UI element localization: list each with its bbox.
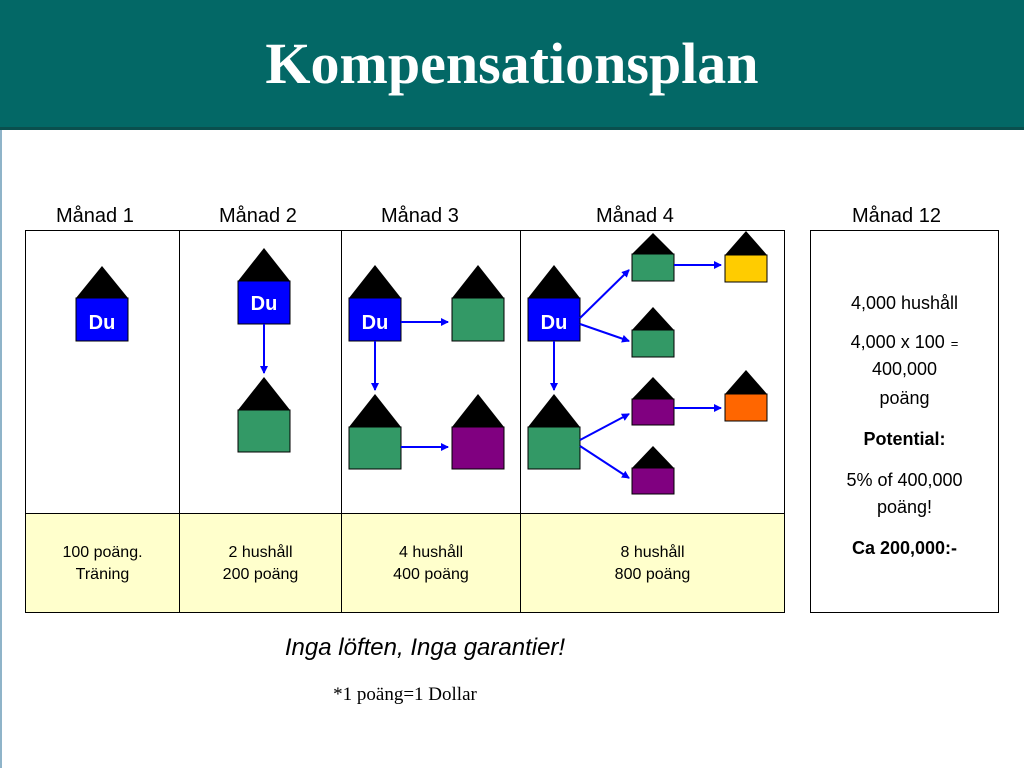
arrow	[579, 269, 630, 319]
title-bar: Kompensationsplan	[0, 0, 1024, 130]
points-value: 400,000	[871, 359, 938, 379]
du-label: Du	[251, 293, 278, 315]
house-orange	[724, 370, 768, 422]
house-green	[631, 307, 675, 358]
arrow	[579, 413, 630, 441]
house-du-month-4: Du	[527, 265, 581, 342]
households-text: 4,000 hushåll	[850, 293, 959, 313]
potential-label: Potential:	[863, 429, 946, 449]
summary-line-1: 8 hushåll	[620, 544, 685, 561]
month-label-12: Månad 12	[852, 205, 941, 227]
percent-unit: poäng!	[876, 497, 933, 517]
month-4-summary: 8 hushåll 800 poäng	[520, 513, 785, 613]
month-label-4: Månad 4	[596, 205, 674, 227]
month-label-1: Månad 1	[56, 205, 134, 227]
house-green	[451, 265, 505, 342]
month-3-summary: 4 hushåll 400 poäng	[341, 513, 521, 613]
du-label: Du	[89, 312, 116, 334]
house-green	[348, 394, 402, 470]
result-amount: Ca 200,000:-	[851, 538, 958, 558]
summary-line-2: 800 poäng	[614, 566, 691, 583]
arrow	[579, 445, 630, 479]
house-purple	[631, 446, 675, 495]
summary-line-1: 4 hushåll	[398, 544, 464, 561]
summary-line-2: Träning	[75, 566, 130, 583]
month-12-box: 4,000 hushåll 4,000 x 100 = 400,000 poäng…	[810, 230, 999, 613]
month-2-summary: 2 hushåll 200 poäng	[179, 513, 342, 613]
summary-line-1: 2 hushåll	[228, 544, 293, 561]
house-yellow	[724, 231, 768, 283]
month-label-2: Månad 2	[219, 205, 297, 227]
house-green	[527, 394, 581, 470]
month-label-3: Månad 3	[381, 205, 459, 227]
percent-line: 5% of 400,000	[846, 470, 963, 490]
month-1-summary: 100 poäng. Träning	[25, 513, 180, 613]
house-purple	[451, 394, 505, 470]
equals-sign: =	[950, 336, 959, 351]
calculation-line: 4,000 x 100 =	[811, 331, 998, 355]
summary-line-1: 100 poäng.	[62, 544, 143, 561]
du-label: Du	[362, 312, 389, 334]
summary-line-2: 400 poäng	[393, 566, 469, 583]
slide-title: Kompensationsplan	[265, 31, 759, 96]
house-du-month-3: Du	[348, 265, 402, 342]
house-purple	[631, 377, 675, 426]
left-edge-line	[0, 130, 2, 768]
disclaimer-text: Inga löften, Inga garantier!	[284, 634, 566, 661]
house-du-month-1: Du	[75, 266, 129, 342]
du-label: Du	[541, 312, 568, 334]
footnote-text: *1 poäng=1 Dollar	[333, 684, 477, 705]
points-unit: poäng	[879, 388, 930, 408]
house-du-month-2: Du	[237, 248, 291, 325]
arrow	[579, 323, 630, 343]
summary-line-2: 200 poäng	[222, 566, 299, 583]
house-green	[631, 233, 675, 282]
calculation-text: 4,000 x 100	[850, 332, 945, 352]
house-green	[237, 377, 291, 453]
